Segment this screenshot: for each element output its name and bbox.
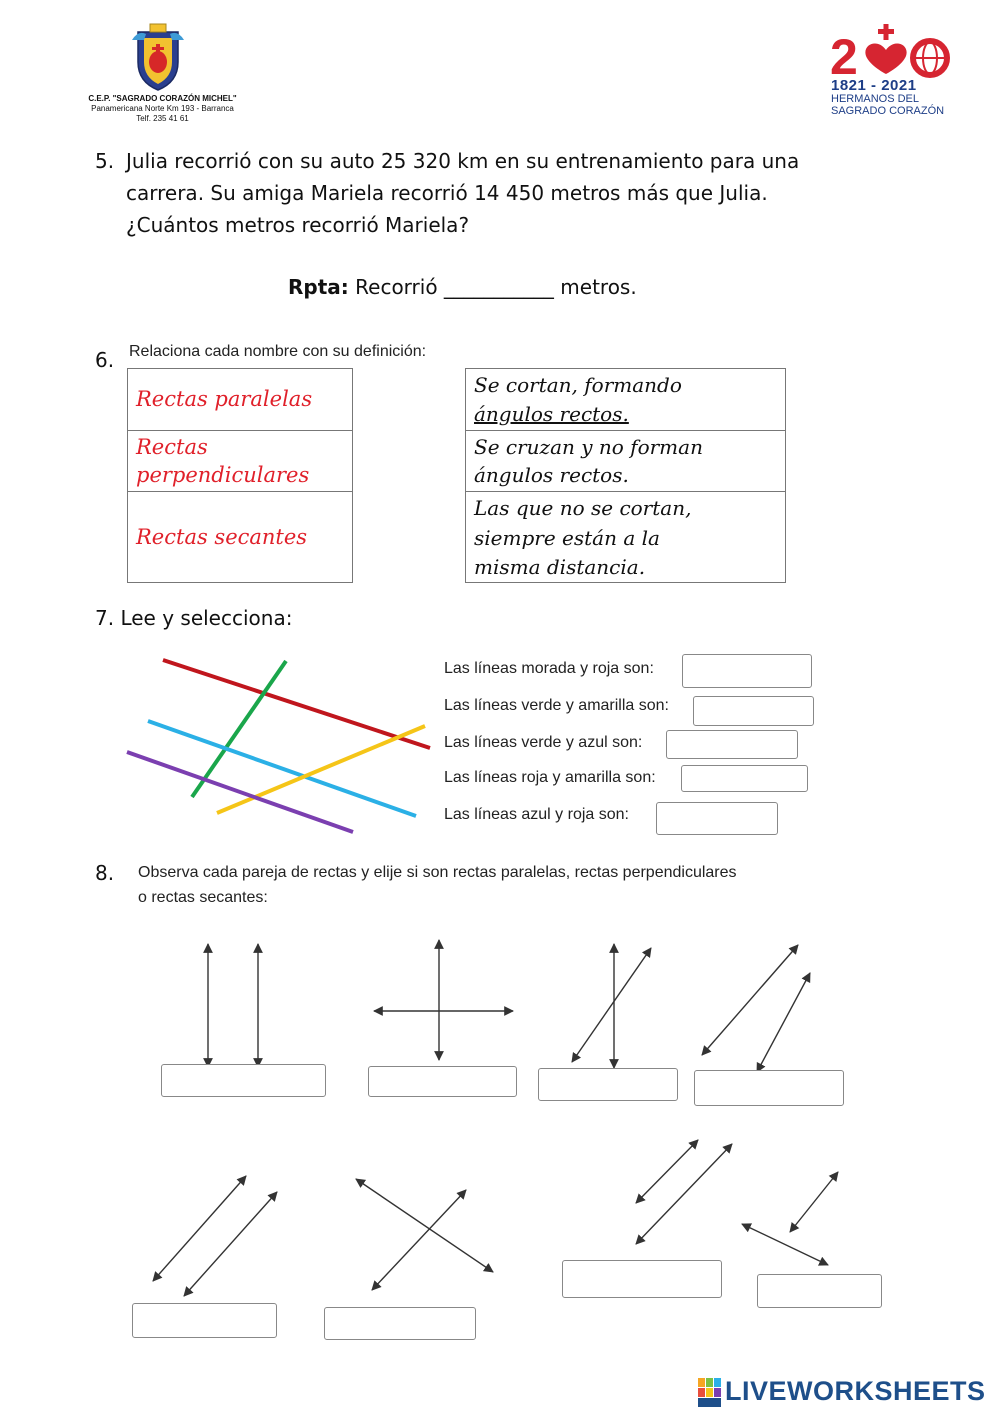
liveworksheets-wordmark: LIVEWORKSHEETS (725, 1376, 986, 1407)
logo-suffix: WORKSHEETS (787, 1376, 986, 1406)
q5-line2: carrera. Su amiga Mariela recorrió 14 45… (126, 181, 768, 205)
q6-instruction: Relaciona cada nombre con su definición: (129, 343, 427, 360)
q6-name-3: Rectas secantes (136, 525, 308, 549)
q8-pair7-line-b (635, 1143, 733, 1245)
q8-pair4-line-b (756, 972, 811, 1073)
q8-answer-box-1[interactable] (161, 1064, 326, 1097)
q8-pair6-line-b (371, 1189, 467, 1291)
q7-green-line (190, 659, 288, 799)
q6-def-cell-3[interactable]: Las que no se cortan, siempre están a la… (465, 491, 786, 583)
q8-answer-box-3[interactable] (538, 1068, 678, 1101)
liveworksheets-icon (698, 1378, 721, 1407)
q6-def-3b: siempre están a la (474, 526, 660, 550)
q6-def-1a: Se cortan, formando (474, 373, 682, 397)
q6-def-2a: Se cruzan y no forman (474, 435, 703, 459)
q7-blue-line (147, 719, 417, 818)
q5-answer-blank[interactable]: ___________ (443, 275, 554, 299)
logo-prefix: LIVE (725, 1376, 788, 1406)
q8-instruction: Observa cada pareja de rectas y elije si… (138, 860, 737, 910)
q8-answer-box-4[interactable] (694, 1070, 844, 1106)
q7-number: 7. (95, 606, 115, 630)
q7-purple-line (126, 750, 354, 834)
q8-answer-box-5[interactable] (132, 1303, 277, 1338)
q6-name-cell-1[interactable]: Rectas paralelas (127, 368, 353, 431)
q7-red-line (162, 658, 431, 750)
liveworksheets-logo[interactable]: LIVEWORKSHEETS (698, 1376, 994, 1410)
anniversary-line2: SAGRADO CORAZÓN (831, 105, 945, 117)
q7-answer-box-1[interactable] (682, 654, 812, 688)
q6-name-2a: Rectas (136, 435, 208, 459)
q8-answer-box-2[interactable] (368, 1066, 517, 1097)
q5-text: Julia recorrió con su auto 25 320 km en … (126, 145, 866, 241)
q6-number: 6. (95, 348, 115, 372)
q7-answer-box-3[interactable] (666, 730, 798, 759)
q8-pair5-line-b (183, 1191, 278, 1297)
q7-answer-box-4[interactable] (681, 765, 808, 792)
q6-def-1b: ángulos rectos. (474, 402, 629, 426)
q7-heading: 7. Lee y selecciona: (95, 602, 292, 634)
q6-name-cell-2[interactable]: Rectas perpendiculares (127, 430, 353, 492)
q8-pair7-line-a (635, 1139, 699, 1204)
q7-instruction: Lee y selecciona: (120, 606, 293, 630)
q7-answer-box-5[interactable] (656, 802, 778, 835)
q5-answer-suffix: metros. (560, 275, 637, 299)
q8-pair6-line-a (355, 1178, 494, 1273)
school-crest (124, 22, 192, 92)
q8-answer-box-8[interactable] (757, 1274, 882, 1308)
q7-question-1: Las líneas morada y roja son: (444, 660, 654, 677)
q6-def-3c: misma distancia. (474, 555, 646, 579)
q8-pair4-line-a (701, 944, 799, 1056)
q6-name-2b: perpendiculares (136, 463, 310, 487)
q8-pair8-line-b (741, 1223, 829, 1266)
q7-question-2: Las líneas verde y amarilla son: (444, 697, 669, 714)
school-crest-icon (132, 23, 184, 91)
q6-def-cell-2[interactable]: Se cruzan y no forman ángulos rectos. (465, 430, 786, 492)
q8-pair8-line-a (789, 1171, 839, 1233)
anniversary-years: 1821 - 2021 (831, 77, 917, 94)
q7-answer-box-2[interactable] (693, 696, 814, 726)
q6-def-2b: ángulos rectos. (474, 463, 629, 487)
school-info: C.E.P. "SAGRADO CORAZÓN MICHEL" Panameri… (80, 94, 245, 124)
q5-answer-label: Rpta: (288, 275, 349, 299)
q8-line1: Observa cada pareja de rectas y elije si… (138, 864, 737, 881)
q8-pair3-line-b (571, 947, 652, 1063)
q8-line2: o rectas secantes: (138, 889, 268, 906)
q7-yellow-line (216, 724, 426, 815)
school-phone: Telf. 235 41 61 (136, 114, 189, 123)
q8-number: 8. (95, 861, 115, 885)
school-address: Panamericana Norte Km 193 - Barranca (91, 104, 234, 113)
anniversary-line1: HERMANOS DEL (831, 93, 920, 105)
svg-text:2: 2 (830, 29, 858, 82)
q7-question-3: Las líneas verde y azul son: (444, 734, 643, 751)
q7-question-5: Las líneas azul y roja son: (444, 806, 629, 823)
q6-def-3a: Las que no se cortan, (474, 496, 692, 520)
school-name: C.E.P. "SAGRADO CORAZÓN MICHEL" (88, 94, 237, 103)
q8-pair5-line-a (152, 1175, 247, 1282)
q5-answer-prefix: Recorrió (355, 275, 438, 299)
q8-answer-box-7[interactable] (562, 1260, 722, 1298)
q5-number: 5. (95, 149, 115, 173)
q6-name-cell-3[interactable]: Rectas secantes (127, 491, 353, 583)
q5-line1: Julia recorrió con su auto 25 320 km en … (126, 149, 800, 173)
anniversary-logo: 2 1821 - 2021 HERMANOS DEL SAGRADO CORAZ… (830, 22, 960, 117)
q6-def-cell-1[interactable]: Se cortan, formando ángulos rectos. (465, 368, 786, 431)
q5-line3: ¿Cuántos metros recorrió Mariela? (126, 213, 470, 237)
anniversary-heart-icon: 2 (830, 24, 950, 85)
q5-answer-line: Rpta: Recorrió ___________ metros. (288, 271, 637, 303)
q8-answer-box-6[interactable] (324, 1307, 476, 1340)
q7-question-4: Las líneas roja y amarilla son: (444, 769, 656, 786)
q6-name-1: Rectas paralelas (136, 387, 313, 411)
